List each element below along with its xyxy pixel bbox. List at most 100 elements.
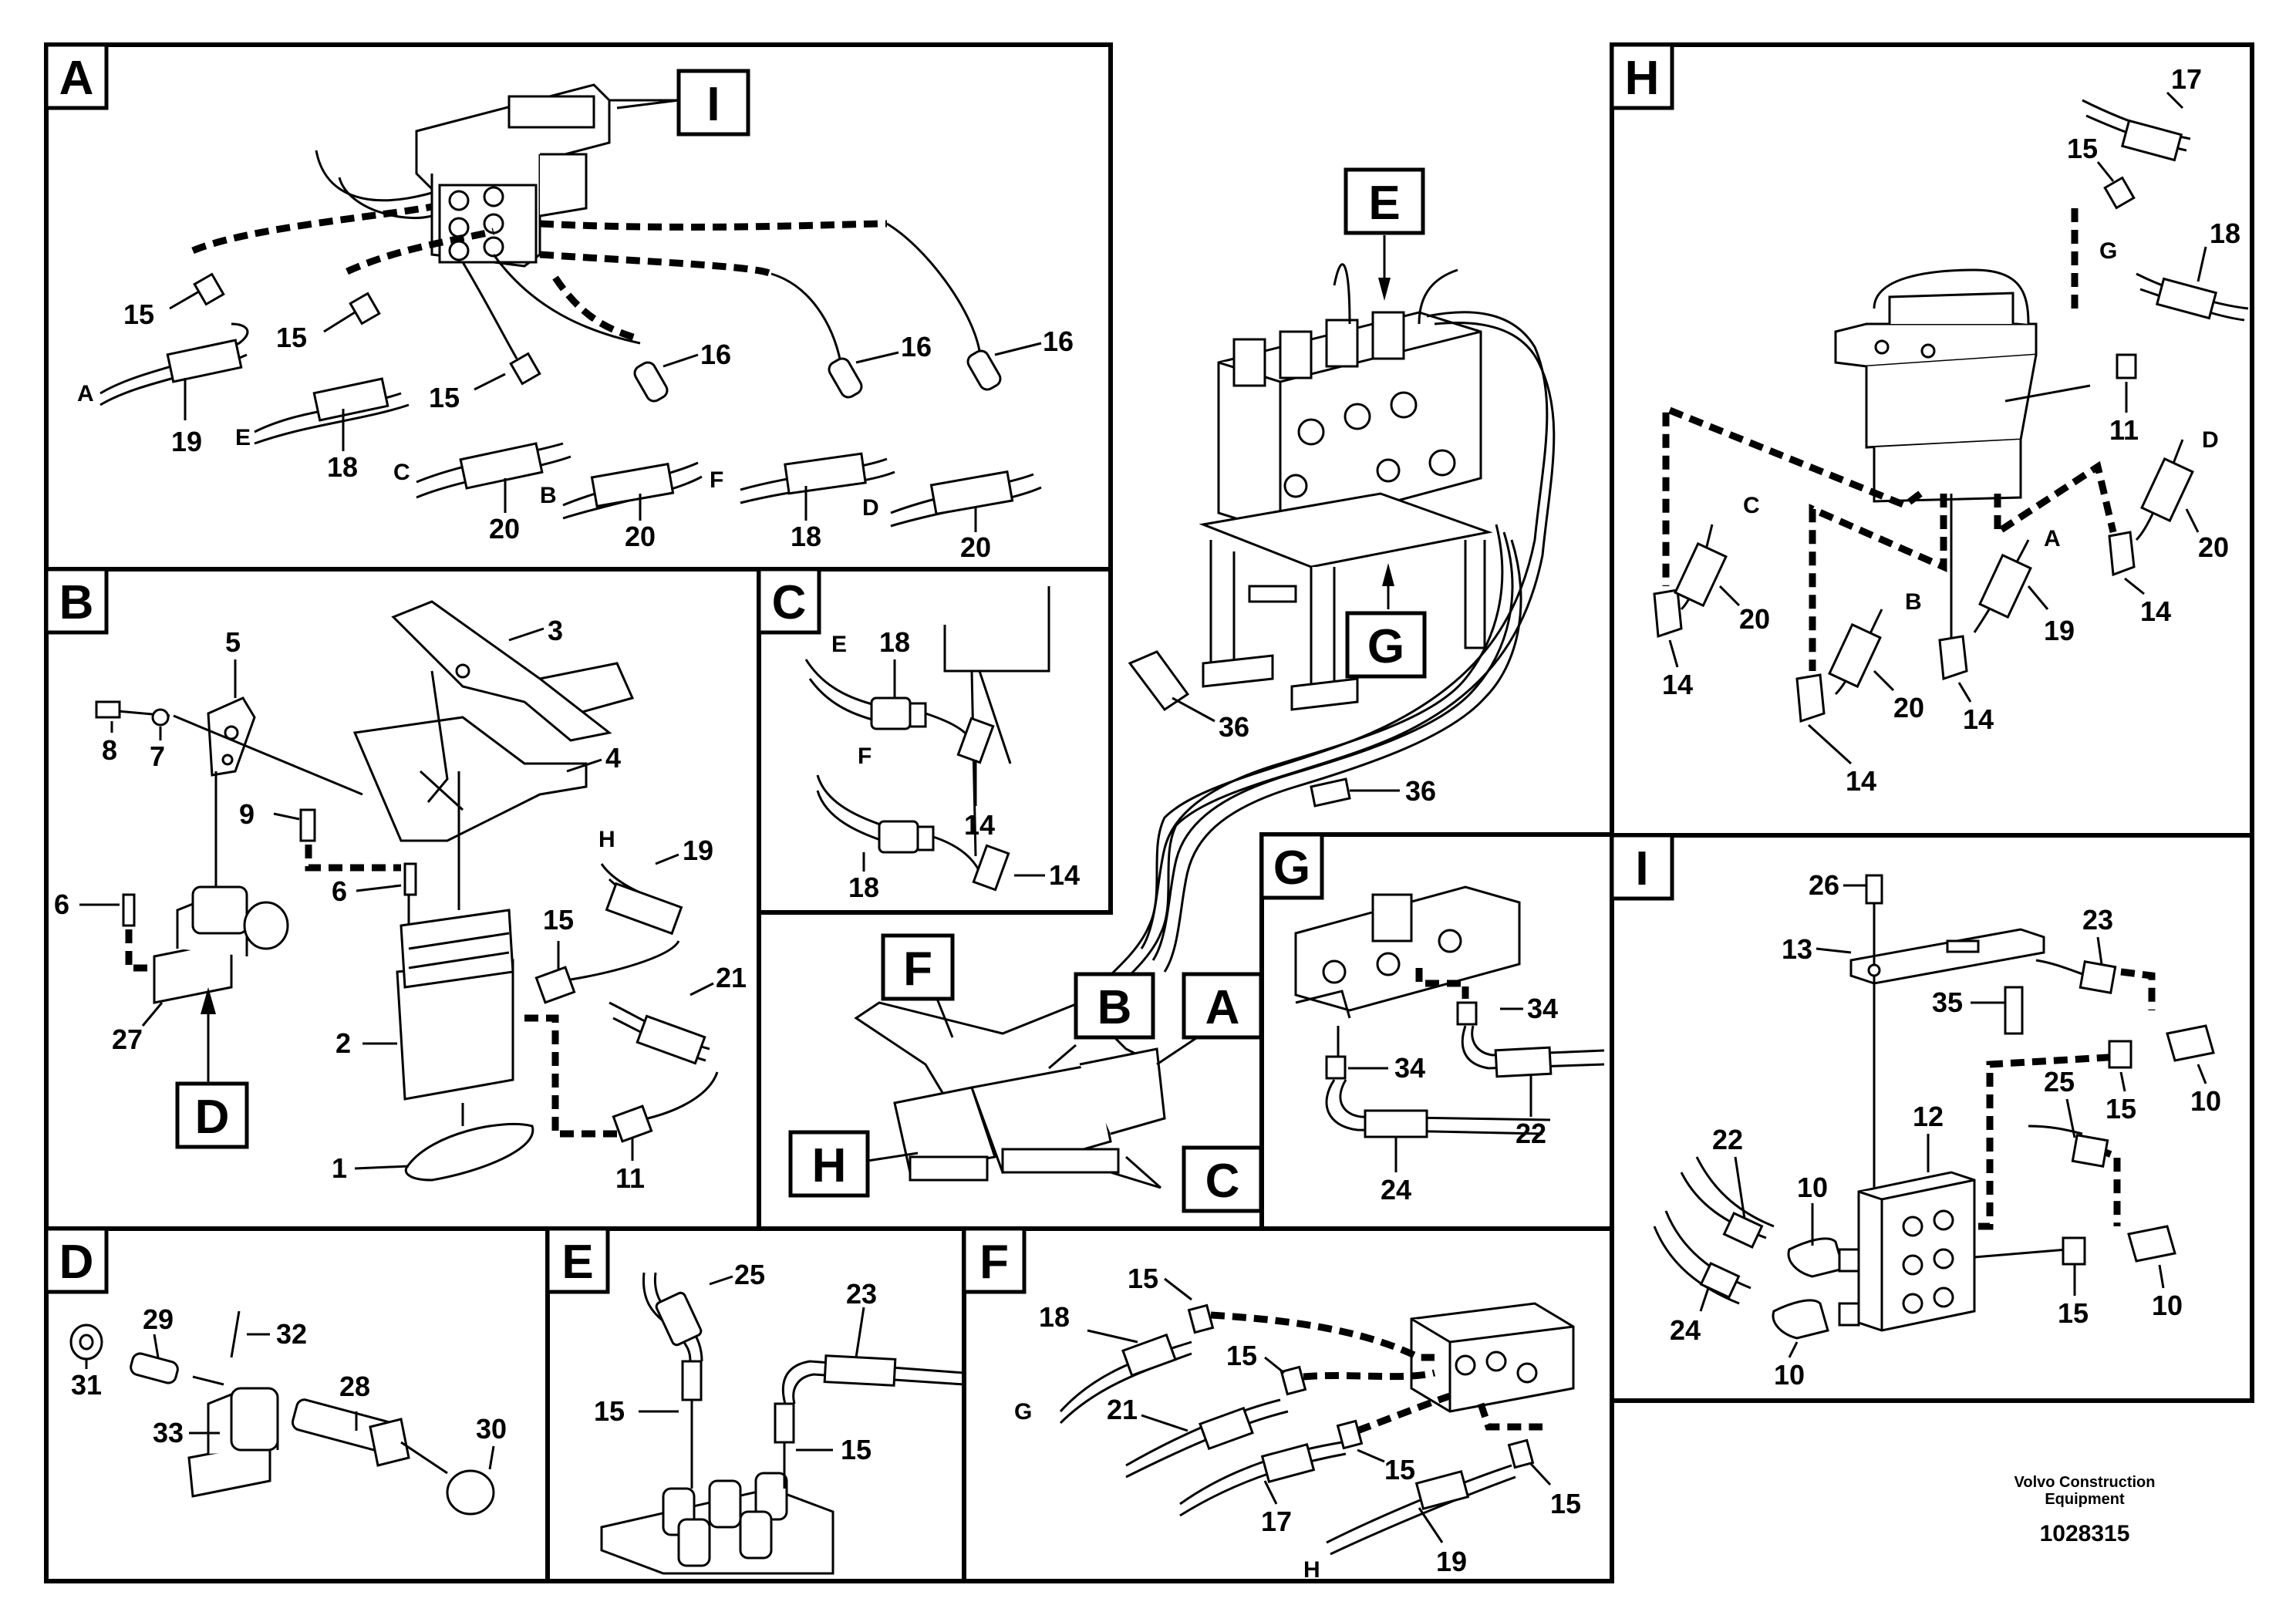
tag-i xyxy=(676,69,750,137)
callout-b-6a: 6 xyxy=(54,889,69,920)
svg-text:B: B xyxy=(1097,981,1132,1034)
panel-b-content: D 3 5 8 7 4 9 6 6 H 19 15 27 2 21 1 11 xyxy=(54,600,747,1194)
callout-i-24: 24 xyxy=(1670,1314,1701,1346)
panel-h-content: 17 15 G 18 11 C 20 B 20 14 A 19 D 20 14 … xyxy=(1653,63,2249,797)
callout-i-23: 23 xyxy=(2082,904,2113,936)
callout-g-22: 22 xyxy=(1515,1118,1546,1149)
svg-text:G: G xyxy=(1273,841,1310,895)
callout-e-23: 23 xyxy=(846,1278,877,1310)
footer-brand-line1: Volvo Construction xyxy=(2014,1474,2156,1491)
port-a-f: F xyxy=(710,467,723,493)
svg-text:B: B xyxy=(59,576,94,629)
callout-a-15a: 15 xyxy=(123,298,154,330)
svg-text:H: H xyxy=(812,1139,847,1192)
callout-b-5: 5 xyxy=(225,626,241,658)
tag-a xyxy=(1182,972,1263,1040)
port-a-c: C xyxy=(393,460,410,485)
callout-a-16b: 16 xyxy=(901,331,932,363)
panel-e-content: 25 23 15 15 xyxy=(594,1259,965,1575)
callout-h-11: 11 xyxy=(2109,414,2139,446)
callout-a-20a: 20 xyxy=(489,513,520,545)
svg-text:H: H xyxy=(1625,52,1660,105)
callout-d-29: 29 xyxy=(143,1303,174,1335)
callout-i-10a: 10 xyxy=(2190,1085,2221,1117)
tag-d xyxy=(175,1081,249,1149)
panel-f-content: 15 18 G 15 21 15 17 15 H 19 xyxy=(1014,1263,1581,1583)
callout-b-19: 19 xyxy=(683,835,713,866)
port-a-e: E xyxy=(235,425,251,450)
callout-d-32: 32 xyxy=(276,1318,307,1350)
callout-a-20b: 20 xyxy=(625,521,656,552)
callout-e-15a: 15 xyxy=(594,1395,625,1427)
callout-h-14d: 14 xyxy=(1846,765,1876,797)
callout-ov-36a: 36 xyxy=(1219,711,1249,743)
svg-text:A: A xyxy=(59,52,94,105)
callout-h-17: 17 xyxy=(2171,63,2202,95)
callout-a-18a: 18 xyxy=(327,451,358,483)
tag-c xyxy=(1182,1145,1263,1213)
callout-b-h: H xyxy=(598,827,615,852)
callout-h-20b: 20 xyxy=(1893,692,1924,723)
callout-c-14a: 14 xyxy=(964,809,995,841)
callout-i-25: 25 xyxy=(2044,1066,2075,1098)
port-h-b: B xyxy=(1905,589,1922,615)
panel-i-tag: I xyxy=(1610,833,1674,901)
callout-b-15: 15 xyxy=(543,904,574,936)
callout-a-19: 19 xyxy=(171,426,202,457)
port-h-c: C xyxy=(1743,493,1760,518)
callout-g-34b: 34 xyxy=(1394,1052,1425,1084)
panel-b-tag: B xyxy=(44,567,109,635)
callout-e-25: 25 xyxy=(734,1259,765,1290)
callout-d-30: 30 xyxy=(476,1413,507,1445)
callout-i-35: 35 xyxy=(1932,986,1963,1018)
callout-f-21: 21 xyxy=(1107,1394,1138,1425)
callout-b-3: 3 xyxy=(548,615,563,646)
callout-i-10b: 10 xyxy=(1797,1172,1828,1203)
svg-text:F: F xyxy=(903,943,932,996)
callout-h-19: 19 xyxy=(2044,615,2075,646)
callout-i-12: 12 xyxy=(1913,1101,1944,1132)
callout-h-14b: 14 xyxy=(2140,595,2171,627)
callout-b-6b: 6 xyxy=(332,875,347,907)
callout-b-21: 21 xyxy=(716,962,747,993)
callout-a-18b: 18 xyxy=(791,521,821,552)
callout-b-11: 11 xyxy=(615,1162,645,1194)
callout-c-18a: 18 xyxy=(879,626,910,658)
callout-b-7: 7 xyxy=(150,740,165,772)
callout-f-15b: 15 xyxy=(1226,1340,1257,1371)
port-f-h: H xyxy=(1303,1557,1320,1583)
footer: Volvo Construction Equipment 1028315 xyxy=(2014,1474,2156,1546)
callout-h-15: 15 xyxy=(2067,133,2098,164)
callout-a-16c: 16 xyxy=(1043,325,1074,357)
panel-a-content: I 15 15 15 16 16 16 19 18 20 20 18 20 A … xyxy=(77,69,1074,563)
callout-i-10c: 10 xyxy=(1774,1359,1805,1391)
svg-text:C: C xyxy=(772,576,807,629)
tag-h xyxy=(788,1130,870,1198)
callout-i-15b: 15 xyxy=(2058,1297,2089,1329)
panel-h-tag: H xyxy=(1610,42,1674,110)
panel-c-content: E 18 F 14 14 18 xyxy=(804,586,1080,903)
callout-h-20a: 20 xyxy=(1739,603,1770,635)
panel-d-content: 29 32 31 28 30 33 xyxy=(69,1303,507,1516)
callout-h-14a: 14 xyxy=(1662,669,1693,700)
port-c-f: F xyxy=(858,744,872,769)
overview-drawing: E G F B A H C 36 36 xyxy=(788,167,1556,1213)
svg-text:I: I xyxy=(1635,842,1648,895)
svg-text:G: G xyxy=(1367,620,1404,673)
port-a-d: D xyxy=(862,495,879,521)
callout-ov-36b: 36 xyxy=(1405,775,1436,807)
port-a-a: A xyxy=(77,381,94,406)
callout-b-4: 4 xyxy=(605,742,621,774)
callout-i-13: 13 xyxy=(1782,933,1812,965)
callout-d-28: 28 xyxy=(339,1371,370,1402)
svg-text:D: D xyxy=(195,1091,230,1144)
port-h-a: A xyxy=(2044,526,2061,551)
callout-f-18: 18 xyxy=(1039,1301,1070,1333)
port-h-g: G xyxy=(2099,238,2117,264)
panel-f-tag: F xyxy=(962,1226,1027,1294)
callout-a-16a: 16 xyxy=(700,339,731,370)
footer-brand-line2: Equipment xyxy=(2045,1491,2125,1508)
panel-f-frame xyxy=(962,1226,1614,1583)
svg-text:E: E xyxy=(1368,177,1400,230)
